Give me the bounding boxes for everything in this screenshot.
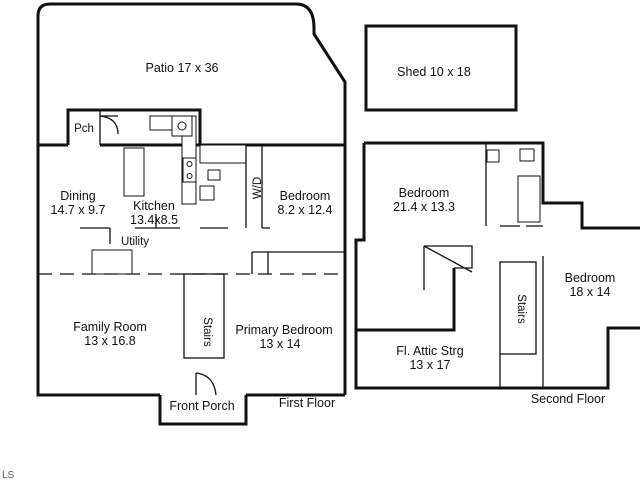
first-floor-caption: First Floor (279, 396, 335, 410)
bedroom1-lower-wall (251, 251, 345, 274)
attic-storage-name: Fl. Attic Strg (396, 344, 463, 358)
corner-watermark-mark: LS (2, 470, 15, 480)
second-floor-caption: Second Floor (531, 392, 605, 406)
bedroom2-name: Bedroom (399, 186, 450, 200)
toilet-first-floor (207, 169, 221, 181)
second-floor-bottom-wall (500, 326, 640, 390)
second-floor-outer-wall (364, 141, 640, 230)
stair-landing (423, 245, 473, 290)
kitchen-name: Kitchen (133, 199, 175, 213)
tub-second-floor (517, 175, 541, 223)
bedroom3-name: Bedroom (565, 271, 616, 285)
pch-label: Pch (74, 123, 94, 135)
attic-storage-dimensions: 13 x 17 (409, 358, 450, 372)
bedroom2-dimensions: 21.4 x 13.3 (393, 200, 455, 214)
stove (182, 157, 197, 183)
wd-closet-wall (261, 145, 270, 229)
stairs-second-floor-box (499, 261, 537, 355)
pch-door-arc (99, 115, 119, 135)
wd-label: W/D (252, 177, 264, 199)
shed-label: Shed 10 x 18 (397, 65, 471, 79)
stairs-second-floor-label: Stairs (515, 294, 527, 324)
house-outer-wall (36, 145, 345, 397)
shed-outline (364, 24, 518, 112)
utility-label: Utility (121, 236, 149, 248)
patio-outline (36, 2, 347, 395)
kitchen-island (123, 147, 145, 197)
sink-drain (177, 121, 187, 131)
kitchen-protrusion-wall (66, 108, 202, 145)
patio-label: Patio 17 x 36 (146, 61, 219, 75)
vanity-first-floor (199, 185, 215, 201)
family-room-name: Family Room (73, 320, 147, 334)
first-floor-plan (36, 2, 347, 426)
front-door-arc (195, 372, 217, 396)
utility-appliance (91, 249, 133, 275)
dining-dimensions: 14.7 x 9.7 (51, 203, 106, 217)
bedroom3-dimensions: 18 x 14 (569, 285, 610, 299)
stairs-first-floor-box (183, 273, 225, 359)
front-porch-label: Front Porch (169, 399, 234, 413)
toilet-second-floor (519, 148, 535, 162)
bedroom1-dimensions: 8.2 x 12.4 (278, 203, 333, 217)
attic-top-wall (356, 268, 456, 332)
stairs-first-floor-label: Stairs (201, 317, 213, 347)
front-porch-wall (158, 395, 248, 426)
kitchen-dimensions: 13.4x8.5 (130, 213, 178, 227)
bedroom1-name: Bedroom (280, 189, 331, 203)
tub-first-floor (199, 144, 247, 164)
sink-second-floor (486, 149, 500, 163)
second-floor-plan (354, 141, 640, 390)
primary-bedroom-name: Primary Bedroom (235, 323, 332, 337)
dining-name: Dining (60, 189, 95, 203)
family-room-dimensions: 13 x 16.8 (84, 334, 135, 348)
primary-bedroom-dimensions: 13 x 14 (259, 337, 300, 351)
utility-wall (109, 214, 157, 244)
second-floor-left-wall (354, 143, 500, 390)
